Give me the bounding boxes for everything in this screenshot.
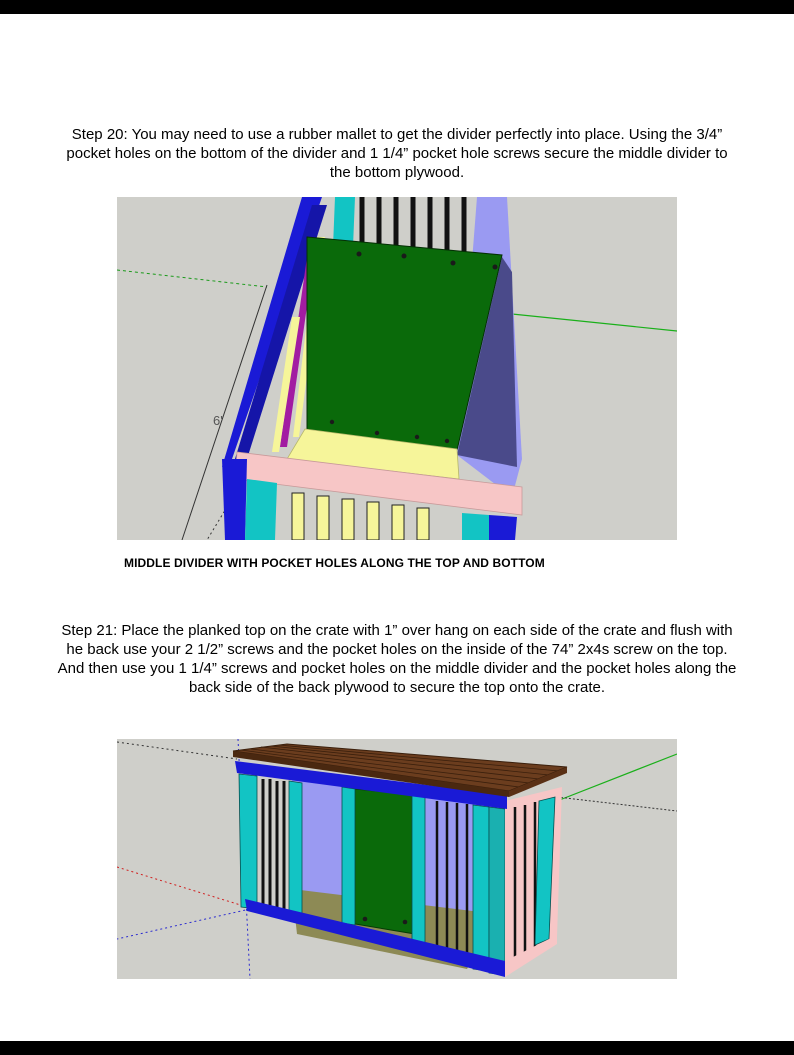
crate-top-model-drawing [117, 739, 677, 979]
bottom-border-bar [0, 1041, 794, 1055]
step-20-text: Step 20: You may need to use a rubber ma… [66, 126, 728, 181]
figure-caption: MIDDLE DIVIDER WITH POCKET HOLES ALONG T… [124, 556, 545, 570]
step-20-3d-model-image: 6' [117, 197, 677, 540]
step-21-text: Step 21: Place the planked top on the cr… [57, 622, 737, 696]
step-21-3d-model-image [117, 739, 677, 979]
dimension-label: 6' [213, 413, 223, 428]
top-border-bar [0, 0, 794, 14]
divider-model-drawing: 6' [117, 197, 677, 540]
